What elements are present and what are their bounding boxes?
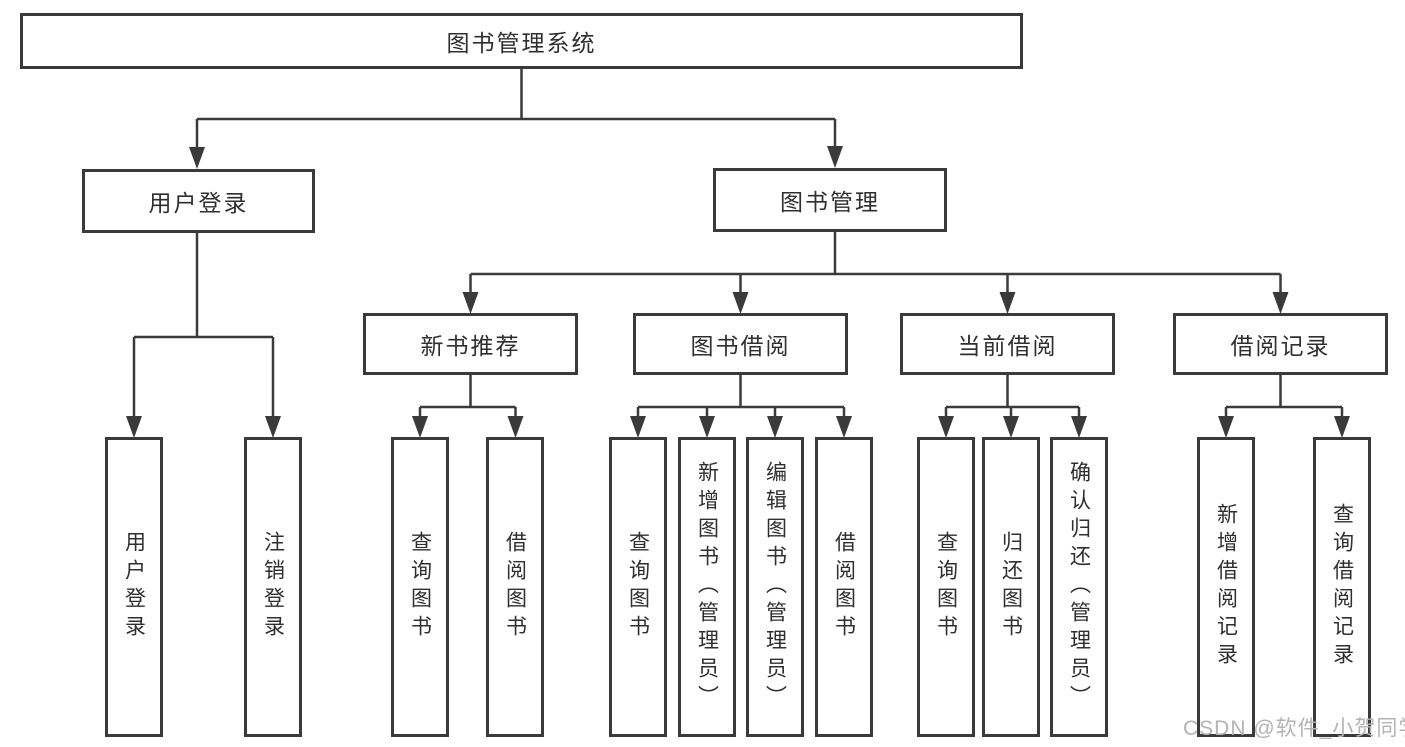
node-user-login: 用户登录 <box>82 169 315 233</box>
leaf-logout: 注销登录 <box>244 437 302 737</box>
leaf-cb-confirm-return-admin: 确认归还（管理员） <box>1050 437 1108 737</box>
leaf-bb-edit-books-admin: 编辑图书（管理员） <box>746 437 804 737</box>
arrowheads <box>126 146 1350 438</box>
leaf-nb-borrow-books: 借阅图书 <box>486 437 544 737</box>
leaf-bb-add-books-admin: 新增图书（管理员） <box>678 437 736 737</box>
tree-edges <box>132 68 1344 417</box>
node-borrow-records: 借阅记录 <box>1173 313 1388 375</box>
node-book-borrow: 图书借阅 <box>633 313 848 375</box>
leaf-nb-query-books: 查询图书 <box>391 437 449 737</box>
leaf-br-add-record: 新增借阅记录 <box>1197 437 1255 737</box>
leaf-bb-borrow-books: 借阅图书 <box>815 437 873 737</box>
node-current-borrow: 当前借阅 <box>900 313 1115 375</box>
leaf-br-query-record: 查询借阅记录 <box>1313 437 1371 737</box>
leaf-user-login: 用户登录 <box>105 437 163 737</box>
node-root: 图书管理系统 <box>20 13 1023 69</box>
leaf-cb-return-books: 归还图书 <box>982 437 1040 737</box>
leaf-cb-query-books: 查询图书 <box>917 437 975 737</box>
node-new-book-recommend: 新书推荐 <box>363 313 578 375</box>
watermark-text: CSDN @软件_小贺同学 <box>1183 717 1405 740</box>
leaf-bb-query-books: 查询图书 <box>609 437 667 737</box>
node-book-management: 图书管理 <box>713 168 947 232</box>
